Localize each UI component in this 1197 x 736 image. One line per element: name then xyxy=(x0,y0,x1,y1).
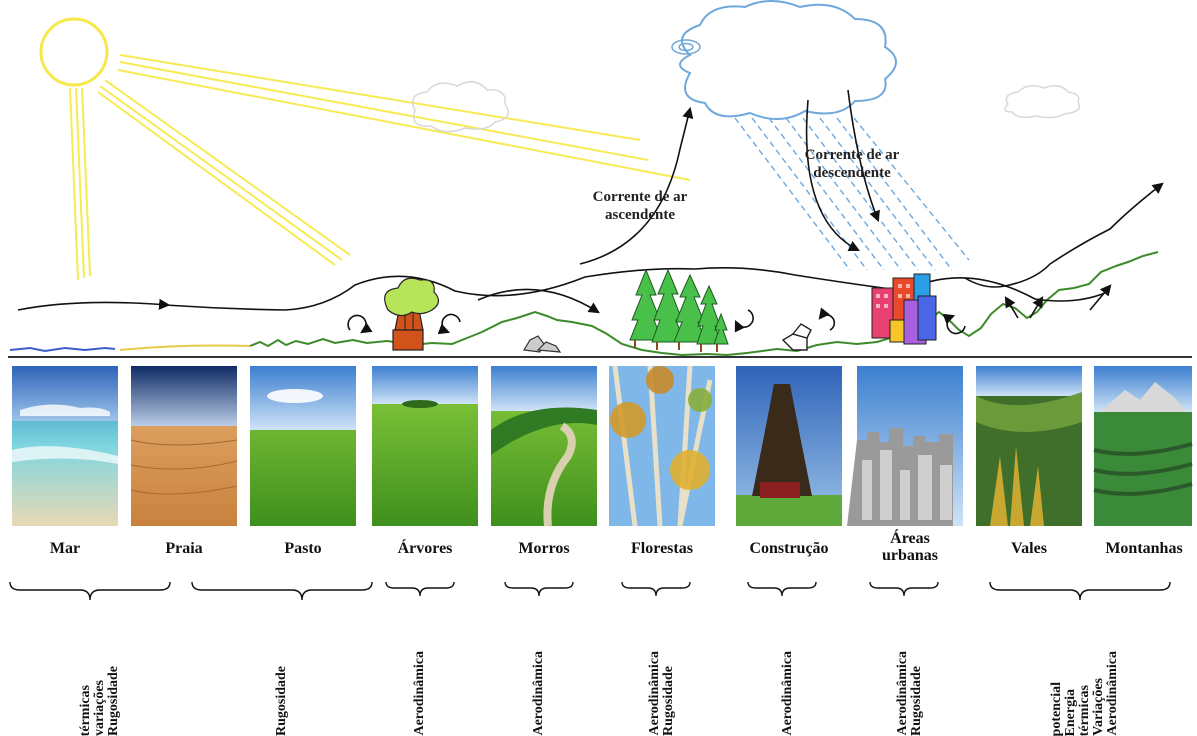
stage-label-sea: Mar xyxy=(49,540,81,557)
photo-valleys xyxy=(976,366,1082,526)
photo-forest xyxy=(609,365,715,527)
stage-label-trees: Árvores xyxy=(397,540,453,557)
ascending-air-label: Corrente de ar ascendente xyxy=(570,188,710,224)
photo-mountains xyxy=(1093,366,1193,526)
wind-flow xyxy=(17,89,1164,335)
sun-icon xyxy=(39,17,691,281)
factor-hills: Aerodinâmica xyxy=(531,651,546,736)
rock-icon xyxy=(523,335,562,353)
stage-label-construction: Construção xyxy=(749,540,829,557)
descending-air-line-1: Corrente de ar xyxy=(804,147,900,163)
ascending-air-line-1: Corrente de ar xyxy=(592,189,688,205)
stage-label-valleys: Vales xyxy=(1011,540,1047,557)
group-braces xyxy=(9,581,1171,601)
photo-pasture xyxy=(250,366,356,526)
stage-label-mountains: Montanhas xyxy=(1105,540,1183,557)
stage-label-beach: Praia xyxy=(165,540,203,557)
ascending-air-line-2: ascendente xyxy=(605,207,675,223)
factor-trees: Aerodinâmica xyxy=(412,651,427,736)
city-icon xyxy=(871,273,937,345)
photo-construction xyxy=(736,366,842,526)
stage-label-forests: Florestas xyxy=(631,540,693,557)
forest-icon xyxy=(629,268,729,352)
tree-icon xyxy=(384,277,440,351)
building-icon xyxy=(781,323,812,351)
stage-label-pasture: Pasto xyxy=(284,540,322,557)
rain-cloud-icon xyxy=(671,0,970,271)
factor-construction: Aerodinâmica xyxy=(780,651,795,736)
descending-air-label: Corrente de ar descendente xyxy=(782,146,922,182)
photo-hills xyxy=(491,366,597,527)
photo-beach xyxy=(130,366,238,526)
terrain-profile xyxy=(9,251,1159,357)
cloud-small-icon xyxy=(412,81,1081,133)
descending-air-line-2: descendente xyxy=(813,165,891,181)
photo-urban xyxy=(847,366,963,526)
factor-pasture: Rugosidade xyxy=(274,665,289,736)
photo-trees xyxy=(372,366,478,526)
stage-label-hills: Morros xyxy=(518,540,570,557)
photo-sea xyxy=(12,366,118,526)
